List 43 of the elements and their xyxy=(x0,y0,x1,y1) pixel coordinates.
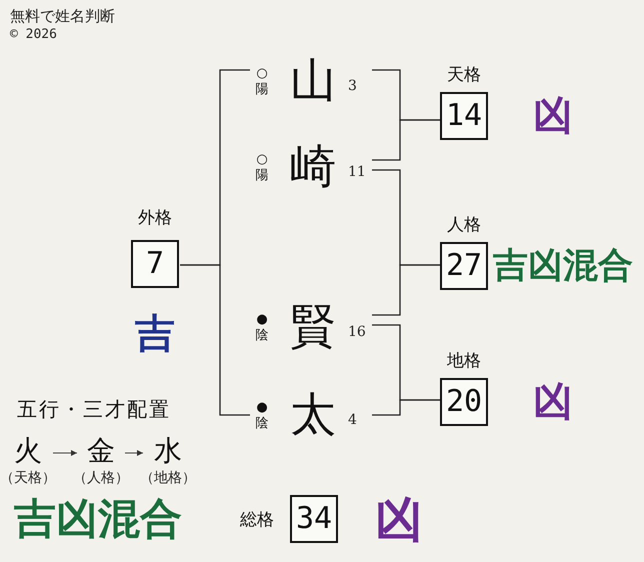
fortune-result: 吉凶混合 xyxy=(493,244,633,288)
grid-heading: 人格 xyxy=(447,214,481,236)
fortune-result: 吉凶混合 xyxy=(14,494,182,544)
fortune-result: 凶 xyxy=(533,91,573,141)
stroke-count: 3 xyxy=(348,78,357,94)
name-kanji: 賢 xyxy=(290,298,336,354)
score-box: 7 xyxy=(131,240,179,288)
yin-yang-label: ● 陰 xyxy=(254,312,270,344)
fortune-result: 凶 xyxy=(533,377,573,427)
grid-heading: 地格 xyxy=(447,350,481,372)
stroke-count: 4 xyxy=(348,412,357,428)
element-kanji: 火 xyxy=(14,434,42,468)
score-box: 34 xyxy=(290,495,338,543)
score-box: 14 xyxy=(440,92,488,140)
bracket-line xyxy=(372,264,440,316)
bracket-line xyxy=(180,264,250,416)
section-heading: 五行・三才配置 xyxy=(17,397,171,421)
arrow xyxy=(52,450,78,456)
fortune-result: 凶 xyxy=(375,494,423,546)
yin-yang-label: ○ 陽 xyxy=(254,66,270,98)
yin-yang-label: ● 陰 xyxy=(254,400,270,432)
element-source-label: （天格） xyxy=(0,469,56,487)
score-box: 20 xyxy=(440,378,488,426)
yin-yang-label: ○ 陽 xyxy=(254,152,270,184)
grid-heading: 天格 xyxy=(447,64,481,86)
stroke-count: 16 xyxy=(348,324,366,340)
stroke-count: 11 xyxy=(348,164,366,180)
bracket-line xyxy=(372,119,440,161)
bracket-line xyxy=(372,399,440,416)
grid-heading: 外格 xyxy=(138,207,172,229)
header-text: 無料で姓名判断 xyxy=(10,7,115,25)
copyright-text: © 2026 xyxy=(10,27,57,43)
element-source-label: （地格） xyxy=(140,469,196,487)
name-kanji: 太 xyxy=(290,386,336,442)
element-kanji: 水 xyxy=(154,434,182,468)
arrow xyxy=(124,450,144,456)
element-kanji: 金 xyxy=(87,434,115,468)
element-source-label: （人格） xyxy=(73,469,129,487)
score-box: 27 xyxy=(440,242,488,290)
grid-heading: 総格 xyxy=(240,509,274,531)
name-kanji: 山 xyxy=(290,52,336,108)
fortune-result: 吉 xyxy=(135,309,175,359)
name-kanji: 崎 xyxy=(290,138,336,194)
